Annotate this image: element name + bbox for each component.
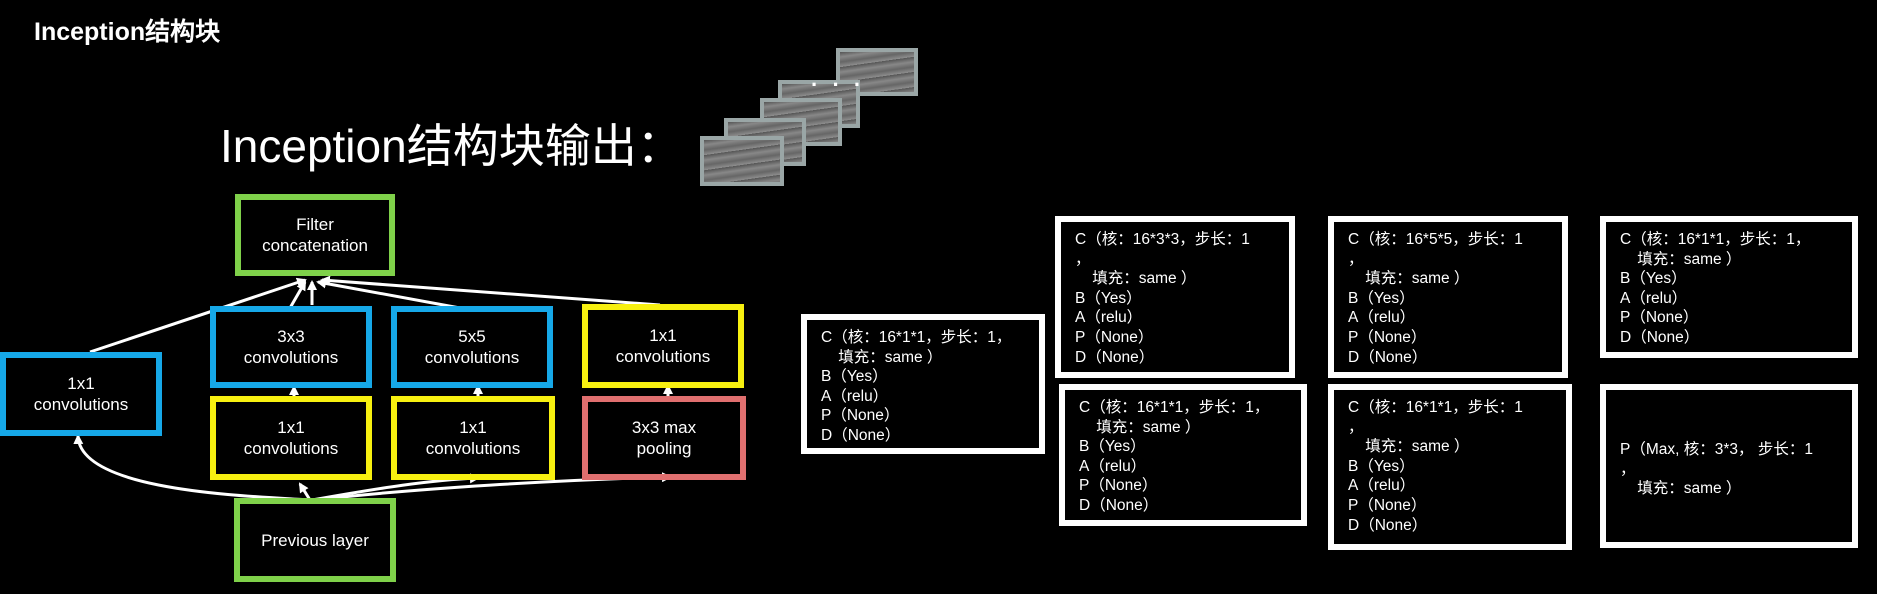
arrow <box>298 482 312 501</box>
param-line: ， <box>1620 460 1636 478</box>
param-line: A（relu） <box>1348 477 1416 495</box>
param-line: C（核：16*1*1，步长：1 <box>1348 399 1523 416</box>
param-card-branch3-top: C（核：16*5*5，步长：1 ， 填充：same ） B（Yes） A（rel… <box>1328 216 1568 378</box>
param-line: C（核：16*5*5，步长：1 <box>1348 231 1523 248</box>
filter-concatenation-node: Filter concatenation <box>235 194 395 276</box>
param-line: 填充：same ） <box>1075 270 1197 288</box>
param-line: 填充：same ） <box>1620 480 1742 498</box>
param-card-branch4-bottom: P（Max, 核：3*3， 步长：1 ， 填充：same ） <box>1600 384 1858 548</box>
param-line: ， <box>1348 250 1364 268</box>
param-line: B（Yes） <box>1620 270 1687 288</box>
param-line: D（None） <box>821 426 901 444</box>
param-line: C（核：16*3*3，步长：1 <box>1075 231 1250 248</box>
param-line: D（None） <box>1348 348 1428 366</box>
param-line: D（None） <box>1075 348 1155 366</box>
conv-1x1-mid-b-node: 1x1 convolutions <box>391 396 555 480</box>
param-line: P（None） <box>1075 328 1154 346</box>
arrow <box>320 275 661 307</box>
param-line: P（None） <box>821 407 900 425</box>
conv-1x1-left-node: 1x1 convolutions <box>0 352 162 436</box>
param-line: P（None） <box>1348 496 1427 514</box>
ellipsis: · · · <box>811 72 866 97</box>
param-card-branch4-top: C（核：16*1*1，步长：1， 填充：same ） B（Yes） A（relu… <box>1600 216 1858 358</box>
param-line: P（None） <box>1348 328 1427 346</box>
param-line: ， <box>1075 250 1091 268</box>
arrow <box>313 472 672 502</box>
param-line: P（None） <box>1079 477 1158 495</box>
param-line: B（Yes） <box>1348 457 1415 475</box>
param-line: B（Yes） <box>821 368 888 386</box>
param-card-branch3-bottom: C（核：16*1*1，步长：1 ， 填充：same ） B（Yes） A（rel… <box>1328 384 1572 550</box>
conv-5x5-node: 5x5 convolutions <box>391 306 553 388</box>
param-line: D（None） <box>1620 328 1700 346</box>
param-card-branch1: C（核：16*1*1，步长：1， 填充：same ） B（Yes） A（relu… <box>801 314 1045 454</box>
param-line: P（Max, 核：3*3， 步长：1 <box>1620 441 1813 458</box>
feature-map-image <box>700 136 784 186</box>
param-line: A（relu） <box>1348 309 1416 327</box>
param-line: A（relu） <box>821 387 889 405</box>
param-line: 填充：same ） <box>1348 438 1470 456</box>
param-line: 填充：same ） <box>821 348 943 366</box>
param-card-branch2-top: C（核：16*3*3，步长：1 ， 填充：same ） B（Yes） A（rel… <box>1055 216 1295 378</box>
previous-layer-node: Previous layer <box>234 498 396 582</box>
param-line: A（relu） <box>1620 289 1688 307</box>
param-line: D（None） <box>1348 516 1428 534</box>
param-line: C（核：16*1*1，步长：1， <box>1079 399 1270 416</box>
param-line: C（核：16*1*1，步长：1， <box>1620 231 1811 248</box>
param-line: C（核：16*1*1，步长：1， <box>821 329 1012 346</box>
param-line: B（Yes） <box>1079 438 1146 456</box>
conv-1x1-mid-a-node: 1x1 convolutions <box>210 396 372 480</box>
arrow <box>89 277 307 354</box>
param-line: B（Yes） <box>1348 289 1415 307</box>
param-line: P（None） <box>1620 309 1699 327</box>
conv-3x3-node: 3x3 convolutions <box>210 306 372 388</box>
subtitle: Inception结构块输出： <box>220 120 683 172</box>
param-line: ， <box>1348 418 1364 436</box>
param-line: 填充：same ） <box>1348 270 1470 288</box>
param-line: B（Yes） <box>1075 289 1142 307</box>
max-pooling-node: 3x3 max pooling <box>582 396 746 480</box>
param-line: D（None） <box>1079 496 1159 514</box>
param-line: 填充：same ） <box>1079 418 1201 436</box>
page-title: Inception结构块 <box>34 18 221 46</box>
conv-1x1-right-node: 1x1 convolutions <box>582 304 744 388</box>
param-line: 填充：same ） <box>1620 250 1742 268</box>
arrow <box>288 280 307 309</box>
param-line: A（relu） <box>1075 309 1143 327</box>
param-line: A（relu） <box>1079 457 1147 475</box>
param-card-branch2-bottom: C（核：16*1*1，步长：1， 填充：same ） B（Yes） A（relu… <box>1059 384 1307 526</box>
arrow <box>316 278 461 310</box>
